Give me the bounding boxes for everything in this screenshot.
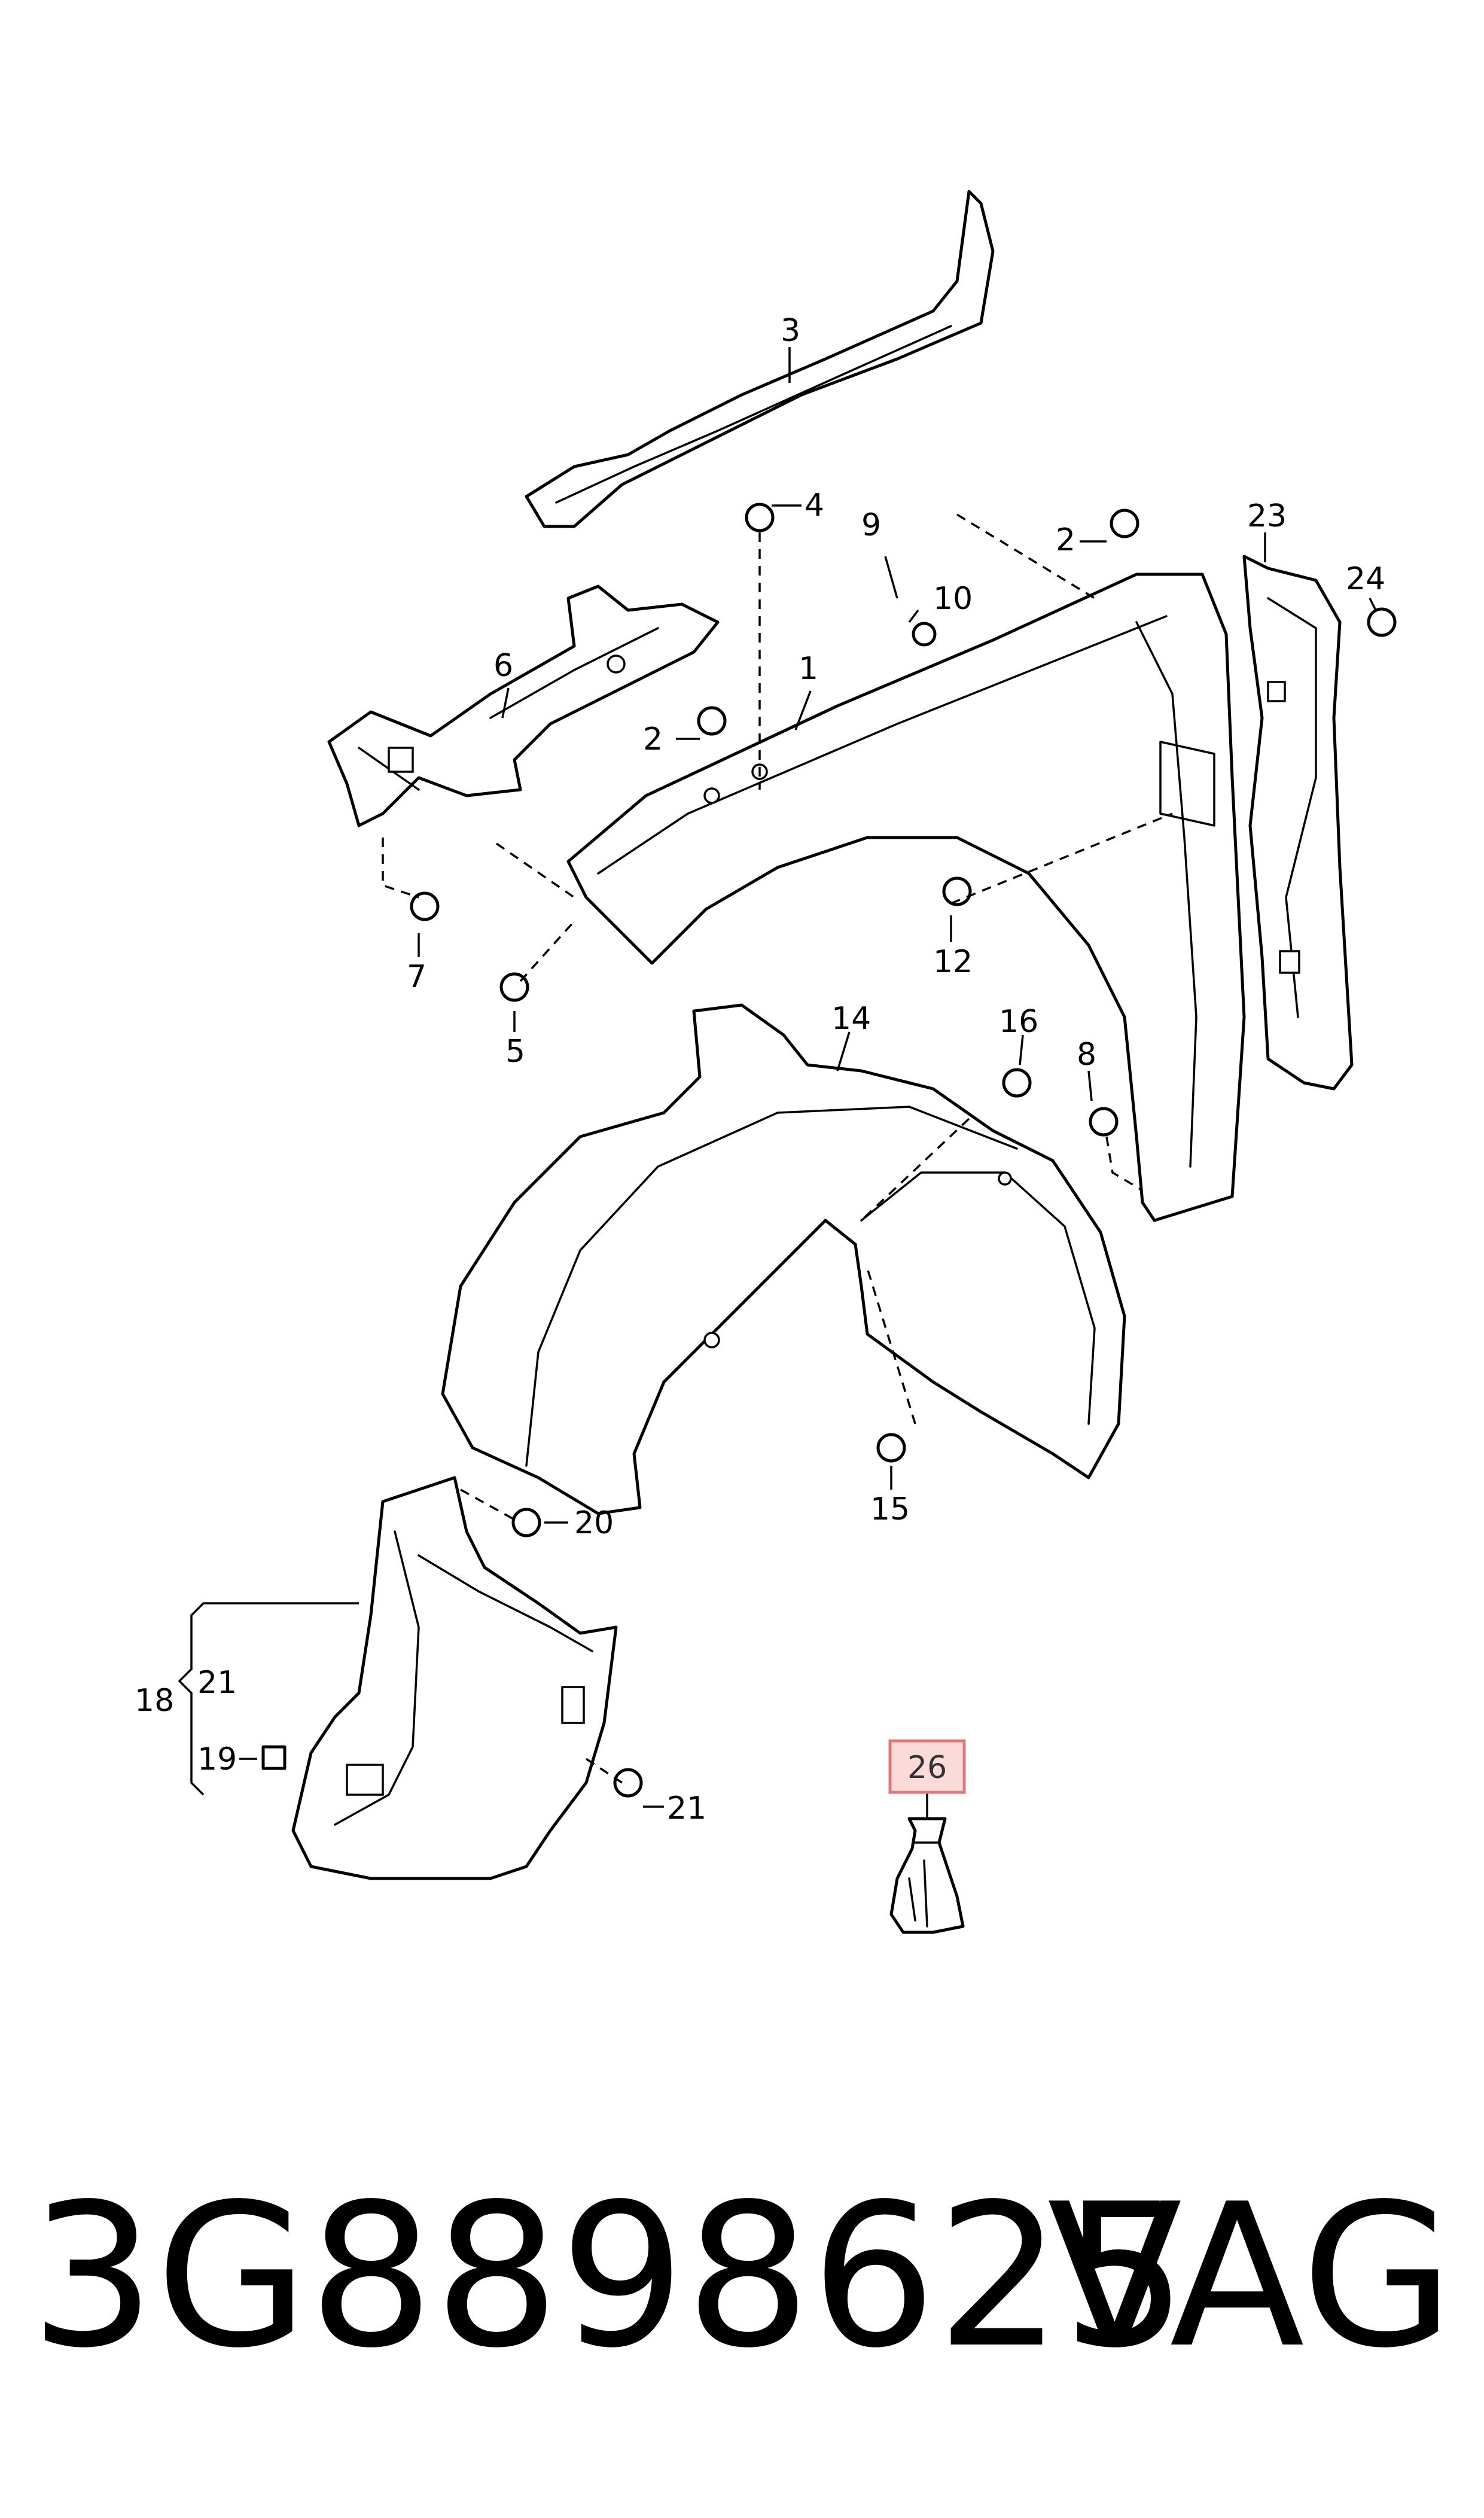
callout-16: 16 [999, 1004, 1038, 1040]
callout-5: 5 [505, 1034, 525, 1070]
part-3-seal-strip[interactable] [525, 190, 995, 528]
relation-lines [382, 513, 1173, 1784]
callout-12: 12 [933, 944, 973, 980]
callout-6: 6 [493, 648, 513, 684]
callout-20: 20 [574, 1505, 614, 1541]
part-23-side-panel[interactable] [1242, 555, 1354, 1091]
leader-lines [178, 347, 1377, 1819]
callout-2a: 2 [1056, 522, 1075, 558]
part-18-lower-liner[interactable] [291, 1476, 618, 1880]
callout-9: 9 [861, 507, 881, 543]
callout-3: 3 [781, 313, 800, 349]
callout-26: 26 [907, 1750, 947, 1786]
part-1-fender[interactable] [566, 573, 1246, 1222]
callout-26-highlight[interactable]: 26 [888, 1739, 966, 1794]
callout-2b: 2 [643, 721, 663, 757]
brand-label: VAG [1047, 2161, 1454, 2391]
callout-21b: 21 [667, 1791, 706, 1826]
callout-19: 19 [197, 1741, 237, 1777]
fastener-screws [261, 503, 1397, 1798]
callouts: 3 4 2 9 10 6 1 2 23 24 7 12 5 14 16 8 15… [135, 313, 1385, 1826]
callout-15: 15 [870, 1491, 910, 1527]
part-26-bag[interactable] [889, 1817, 965, 1934]
part-number: 3G8898625 [30, 2161, 1188, 2391]
callout-24: 24 [1346, 561, 1385, 597]
callout-1: 1 [799, 651, 818, 687]
callout-8: 8 [1077, 1037, 1096, 1073]
callout-4: 4 [805, 488, 824, 523]
callout-23: 23 [1247, 498, 1287, 534]
callout-10: 10 [933, 581, 973, 617]
part-6-bracket[interactable] [327, 584, 720, 827]
callout-7: 7 [407, 959, 426, 995]
callout-18: 18 [135, 1683, 174, 1719]
callout-21a: 21 [197, 1665, 237, 1701]
callout-14: 14 [831, 1001, 871, 1037]
